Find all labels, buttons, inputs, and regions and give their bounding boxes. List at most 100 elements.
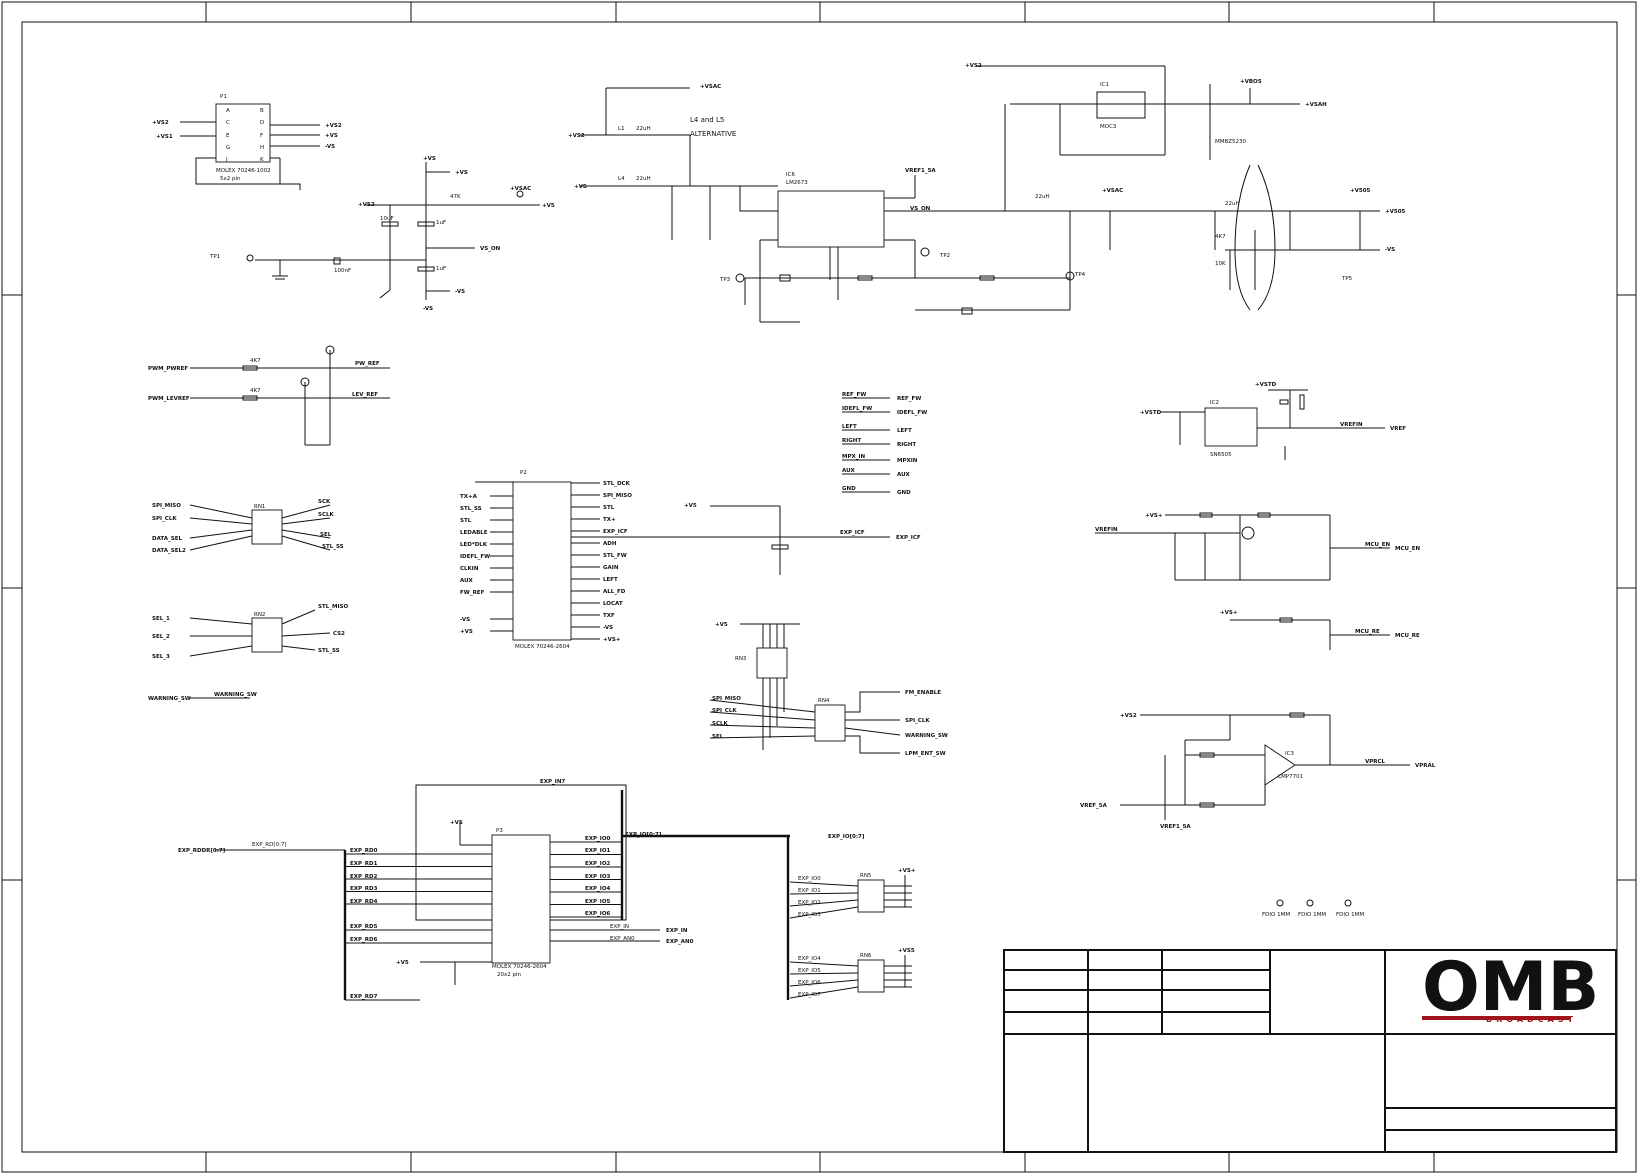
svg-text:-VS: -VS xyxy=(455,289,465,295)
svg-text:1uF: 1uF xyxy=(436,220,446,226)
svg-text:LOCAT: LOCAT xyxy=(603,601,623,607)
svg-text:10K: 10K xyxy=(1215,261,1226,267)
svg-text:LEFT: LEFT xyxy=(842,424,857,430)
svg-text:EXP_IO2: EXP_IO2 xyxy=(585,861,611,867)
svg-text:TP3: TP3 xyxy=(719,277,731,283)
svg-text:+VS+: +VS+ xyxy=(603,637,621,643)
svg-text:EXP_IO0: EXP_IO0 xyxy=(798,876,821,882)
vref-block: IC2 SN6505 +VSTD +VSTD VREFIN VREF xyxy=(1140,382,1406,460)
svg-text:EXP_IO6: EXP_IO6 xyxy=(585,911,611,917)
svg-text:RN1: RN1 xyxy=(254,504,265,510)
svg-text:AUX: AUX xyxy=(460,578,474,584)
svg-text:ALL_FD: ALL_FD xyxy=(603,589,626,595)
svg-text:SEL_2: SEL_2 xyxy=(152,634,170,640)
svg-text:+VS2: +VS2 xyxy=(358,202,375,208)
svg-text:IDEFL_FW: IDEFL_FW xyxy=(842,406,872,412)
svg-text:RN4: RN4 xyxy=(818,698,830,704)
svg-text:WARNING_SW: WARNING_SW xyxy=(148,696,191,702)
svg-text:+VS: +VS xyxy=(450,820,463,826)
pwm-ref-section: PWM_PWREF PWM_LEVREF PW_REF LEV_REF 4K7 … xyxy=(148,345,390,446)
svg-text:SEL: SEL xyxy=(320,532,332,538)
svg-text:STL_FW: STL_FW xyxy=(603,553,627,559)
svg-text:+VS: +VS xyxy=(423,156,436,162)
svg-text:+VS: +VS xyxy=(460,629,473,635)
svg-text:+VS: +VS xyxy=(455,170,468,176)
svg-text:SPI_MISO: SPI_MISO xyxy=(712,696,741,702)
svg-text:+VS5: +VS5 xyxy=(898,948,915,954)
svg-text:FDIO 1MM: FDIO 1MM xyxy=(1336,912,1364,918)
svg-text:-VS: -VS xyxy=(1385,247,1395,253)
svg-text:+V5: +V5 xyxy=(396,960,409,966)
svg-text:EXP_IO7: EXP_IO7 xyxy=(798,992,821,998)
company-logo: OMB BROADCAST xyxy=(1422,948,1599,1027)
connector-p2: P2 MOLEX 70246-2604 xyxy=(475,470,600,650)
svg-text:EXP_IO0: EXP_IO0 xyxy=(585,836,611,842)
svg-text:LEDABLE: LEDABLE xyxy=(460,530,488,536)
svg-text:STL_SS: STL_SS xyxy=(318,648,340,654)
svg-text:22uH: 22uH xyxy=(1035,194,1050,200)
svg-text:TX+A: TX+A xyxy=(460,494,478,500)
svg-text:B: B xyxy=(260,108,264,114)
svg-text:+VS2: +VS2 xyxy=(325,123,342,129)
svg-text:SPI_CLK: SPI_CLK xyxy=(152,516,177,522)
ic6-body xyxy=(777,190,885,248)
connector-p1: P1 A C E G J B D F H K MOLEX 70246-1002 … xyxy=(152,94,342,190)
svg-text:FW_REF: FW_REF xyxy=(460,590,485,596)
svg-text:STL_SS: STL_SS xyxy=(460,506,482,512)
svg-text:VREFIN: VREFIN xyxy=(1095,527,1118,533)
svg-text:MOLEX 70246-2604: MOLEX 70246-2604 xyxy=(515,644,570,650)
svg-text:DATA_SEL2: DATA_SEL2 xyxy=(152,548,186,554)
svg-text:+VSAC: +VSAC xyxy=(510,186,531,192)
svg-text:SCK: SCK xyxy=(318,499,331,505)
p2-right-pins xyxy=(571,482,600,640)
rn-bank-2: EXP_IO4 EXP_IO5 EXP_IO6 EXP_IO7 +VS5 RN6 xyxy=(789,948,915,999)
svg-text:EXP_ICF: EXP_ICF xyxy=(896,535,921,541)
svg-text:STL_MISO: STL_MISO xyxy=(318,604,348,610)
svg-text:10uF: 10uF xyxy=(380,216,394,222)
svg-text:EXP_RD7: EXP_RD7 xyxy=(350,994,378,1000)
svg-text:SPI_CLK: SPI_CLK xyxy=(712,708,737,714)
svg-text:CLKIN: CLKIN xyxy=(460,566,479,572)
center-rn-group: SPI_MISO SPI_CLK SCLK SEL FM_ENABLE SPI_… xyxy=(709,622,948,757)
svg-text:EXP_ICF: EXP_ICF xyxy=(603,529,628,535)
svg-text:MCU_EN: MCU_EN xyxy=(1365,542,1390,548)
svg-text:EXP_IO[0:7]: EXP_IO[0:7] xyxy=(625,832,662,838)
svg-text:+VS2: +VS2 xyxy=(568,133,585,139)
svg-text:CS2: CS2 xyxy=(333,631,345,637)
svg-text:PWM_PWREF: PWM_PWREF xyxy=(148,366,188,372)
svg-text:EXP_RD2: EXP_RD2 xyxy=(350,874,378,880)
svg-text:5x2 pin: 5x2 pin xyxy=(220,176,241,182)
svg-text:LMP7701: LMP7701 xyxy=(1278,774,1303,780)
svg-text:-VS: -VS xyxy=(460,617,470,623)
p2-left-labels: TX+A STL_SS STL LEDABLE LED*DLK IDEFL_FW… xyxy=(460,494,490,635)
svg-text:VREF1_5A: VREF1_5A xyxy=(1160,824,1191,830)
svg-text:K: K xyxy=(260,157,264,163)
svg-text:-VS: -VS xyxy=(423,306,433,312)
svg-text:F: F xyxy=(260,133,263,139)
svg-text:STL_DCK: STL_DCK xyxy=(603,481,631,487)
svg-text:LPM_ENT_SW: LPM_ENT_SW xyxy=(905,751,946,757)
svg-text:STL_SS: STL_SS xyxy=(322,544,344,550)
svg-text:G: G xyxy=(226,145,230,151)
svg-text:100nF: 100nF xyxy=(334,268,351,274)
svg-text:4K7: 4K7 xyxy=(250,358,261,364)
svg-text:EXP_IO3: EXP_IO3 xyxy=(798,912,821,918)
svg-text:+VS+: +VS+ xyxy=(898,868,916,874)
svg-text:VPRAL: VPRAL xyxy=(1415,763,1436,769)
svg-text:EXP_AN0: EXP_AN0 xyxy=(666,939,694,945)
svg-text:C: C xyxy=(226,120,230,126)
svg-text:IDEFL_FW: IDEFL_FW xyxy=(460,554,490,560)
svg-text:RIGHT: RIGHT xyxy=(842,438,861,444)
svg-text:LEV_REF: LEV_REF xyxy=(352,392,378,398)
svg-text:DATA_SEL: DATA_SEL xyxy=(152,536,182,542)
svg-text:GND: GND xyxy=(897,490,911,496)
svg-text:RN3: RN3 xyxy=(735,656,747,662)
logo-text: OMB xyxy=(1422,948,1599,1027)
svg-text:22uH: 22uH xyxy=(1225,201,1240,207)
svg-text:L1: L1 xyxy=(618,126,625,132)
svg-text:+VS2: +VS2 xyxy=(1120,713,1137,719)
rn-sel-block: SEL_1 SEL_2 SEL_3 STL_MISO CS2 STL_SS RN… xyxy=(152,604,348,660)
opamp-symbol xyxy=(1264,744,1296,786)
svg-text:WARNING_SW: WARNING_SW xyxy=(214,692,257,698)
